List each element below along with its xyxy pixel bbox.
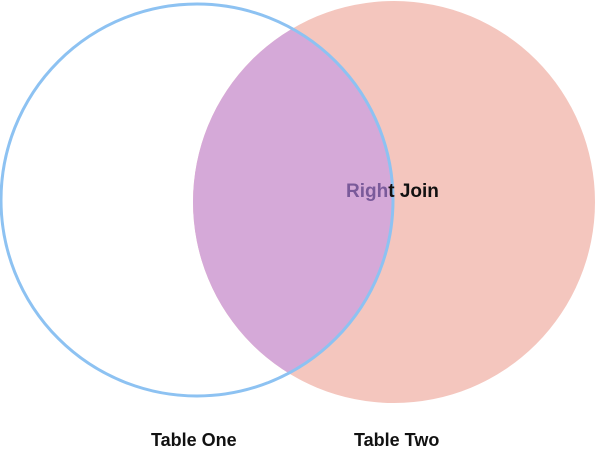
join-label: Right Join <box>346 181 439 202</box>
overlap-region <box>193 4 393 396</box>
join-label-part-a: Righ <box>346 181 388 202</box>
join-label-part-b: t Join <box>388 181 439 202</box>
table-one-label: Table One <box>151 430 237 450</box>
table-two-label: Table Two <box>354 430 440 450</box>
table-one-circle <box>0 2 395 398</box>
venn-diagram: Right Join <box>0 1 595 403</box>
